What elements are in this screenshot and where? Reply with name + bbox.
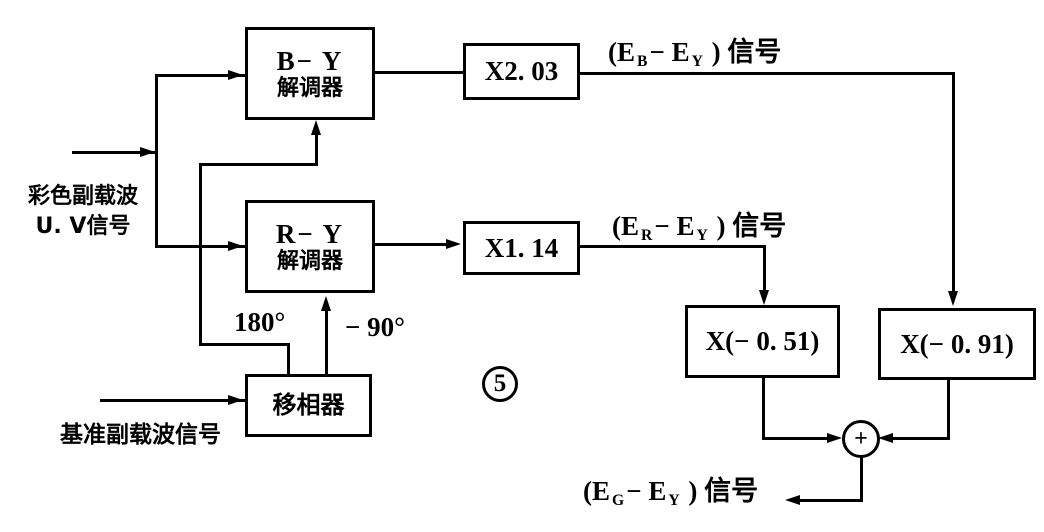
er-ey-open: (E [612,211,639,241]
phase-shifter-label: 移相器 [272,390,345,419]
chroma-input-label: 彩色副载波 U. V信号 [14,185,152,238]
gain-neg-0-51-box: X(− 0. 51) [685,305,840,378]
uv-bus-vertical-line [155,74,158,248]
gain-1-14-box: X1. 14 [463,221,580,275]
gain-neg-0-51-label: X(− 0. 51) [705,326,820,357]
er-signal-line [580,245,765,248]
eb-signal-line [580,72,955,75]
ry-to-gain-line [375,243,448,246]
phase-180-riser-line [287,345,290,376]
phase-180-vertical-line [199,163,202,346]
by-demodulator-title: B− Y [276,45,344,76]
eg-ey-sub1: G [612,491,625,509]
by-to-gain-line [375,71,463,74]
figure-number-badge: 5 [482,366,518,402]
eg-ey-close: ) 信号 [681,476,759,506]
adder-circle: + [842,420,880,458]
phase-180-top-jog-line [199,163,318,166]
eb-ey-open: (E [608,37,635,67]
gain-1-14-label: X1. 14 [484,232,559,263]
adder-output-vertical-line [860,457,863,502]
eb-ey-sub1: B [637,52,648,70]
chroma-input-label-line1: 彩色副载波 [27,184,138,209]
gain-neg-0-91-box: X(− 0. 91) [878,308,1036,380]
eb-down-line [952,72,955,293]
ry-demodulator-box: R− Y 解调器 [245,200,375,293]
er-ey-sub1: R [641,226,653,244]
phase-neg90-label: − 90° [345,312,405,342]
adder-plus-symbol: + [854,425,868,452]
ry-demodulator-title: R− Y [275,218,345,249]
reference-input-line [100,399,245,402]
phase-180-arrow-icon [311,120,321,135]
phase-neg90-arrow-icon [321,296,331,311]
er-ey-sub2: Y [696,226,708,244]
eg-ey-sub2: Y [668,491,680,509]
phase-180-jog-line [199,343,290,346]
eg-ey-open: (E [583,476,610,506]
uv-input-arrow-icon [140,147,155,157]
chroma-input-label-line2: U. V信号 [35,214,131,240]
gain-051-down-line [762,378,765,440]
adder-left-input-line [762,437,830,440]
adder-right-arrow-icon [878,433,893,443]
reference-input-label: 基准副载波信号 [60,422,221,448]
ry-to-gain-arrow-icon [446,239,461,249]
eb-ey-mid: − E [649,37,690,67]
adder-left-arrow-icon [827,433,842,443]
figure-number: 5 [493,370,507,397]
adder-output-horizontal-line [798,499,862,502]
uv-to-ry-arrow-icon [228,241,243,251]
gain-neg-0-91-label: X(− 0. 91) [900,328,1014,359]
phase-neg90-line [325,309,328,376]
er-down-line [763,245,766,292]
by-demodulator-subtitle: 解调器 [276,76,343,102]
ry-demodulator-subtitle: 解调器 [276,249,343,275]
phase-180-label: 180° [234,307,286,337]
gain-2-03-box: X2. 03 [463,43,580,100]
eb-ey-sub2: Y [691,52,703,70]
uv-input-line [72,151,157,154]
uv-to-by-line [155,74,245,77]
uv-to-by-arrow-icon [228,70,243,80]
phase-180-into-by-line [315,133,318,166]
er-into-gain-arrow-icon [759,290,769,305]
reference-input-arrow-icon [228,395,243,405]
adder-right-input-line [890,437,950,440]
er-ey-mid: − E [654,211,695,241]
er-ey-close: ) 信号 [709,211,787,241]
phase-shifter-box: 移相器 [245,374,372,437]
gain-091-down-line [947,380,950,440]
gain-2-03-label: X2. 03 [484,56,559,87]
eg-ey-mid: − E [626,476,667,506]
eb-into-gain-arrow-icon [948,291,958,306]
eg-output-arrow-icon [785,495,800,505]
eb-ey-close: ) 信号 [704,37,782,67]
by-demodulator-box: B− Y 解调器 [245,27,375,120]
